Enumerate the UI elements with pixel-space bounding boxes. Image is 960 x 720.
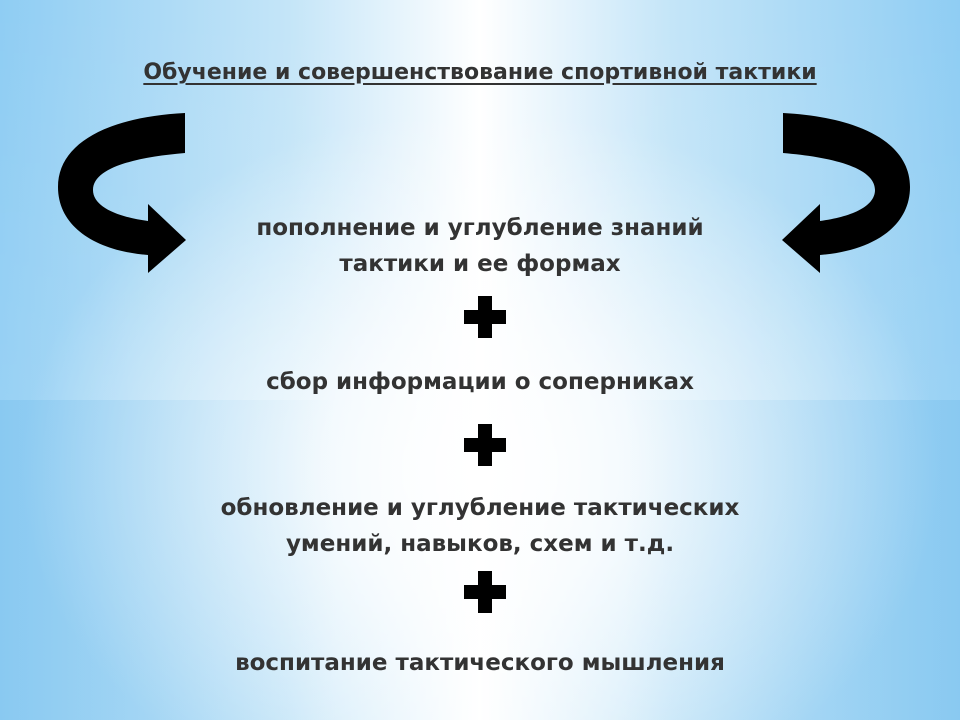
plus-icon [464,296,506,338]
curved-arrow-right-icon [58,113,186,273]
tactic-item-knowledge: пополнение и углубление знаний тактики и… [0,210,960,282]
tactic-item-opponents: сбор информации о соперниках [266,369,694,395]
item-line: умений, навыков, схем и т.д. [285,531,675,557]
item-line: обновление и углубление тактических [220,495,740,521]
plus-icon [464,424,506,466]
item-line: пополнение и углубление знаний [256,215,704,241]
tactic-item-thinking: воспитание тактического мышления [235,650,725,676]
plus-icon [464,571,506,613]
tactic-item-skills: обновление и углубление тактических умен… [0,490,960,562]
slide-title: Обучение и совершенствование спортивной … [143,60,817,85]
item-line: тактики и ее формах [339,251,621,277]
curved-arrow-left-icon [782,113,910,273]
